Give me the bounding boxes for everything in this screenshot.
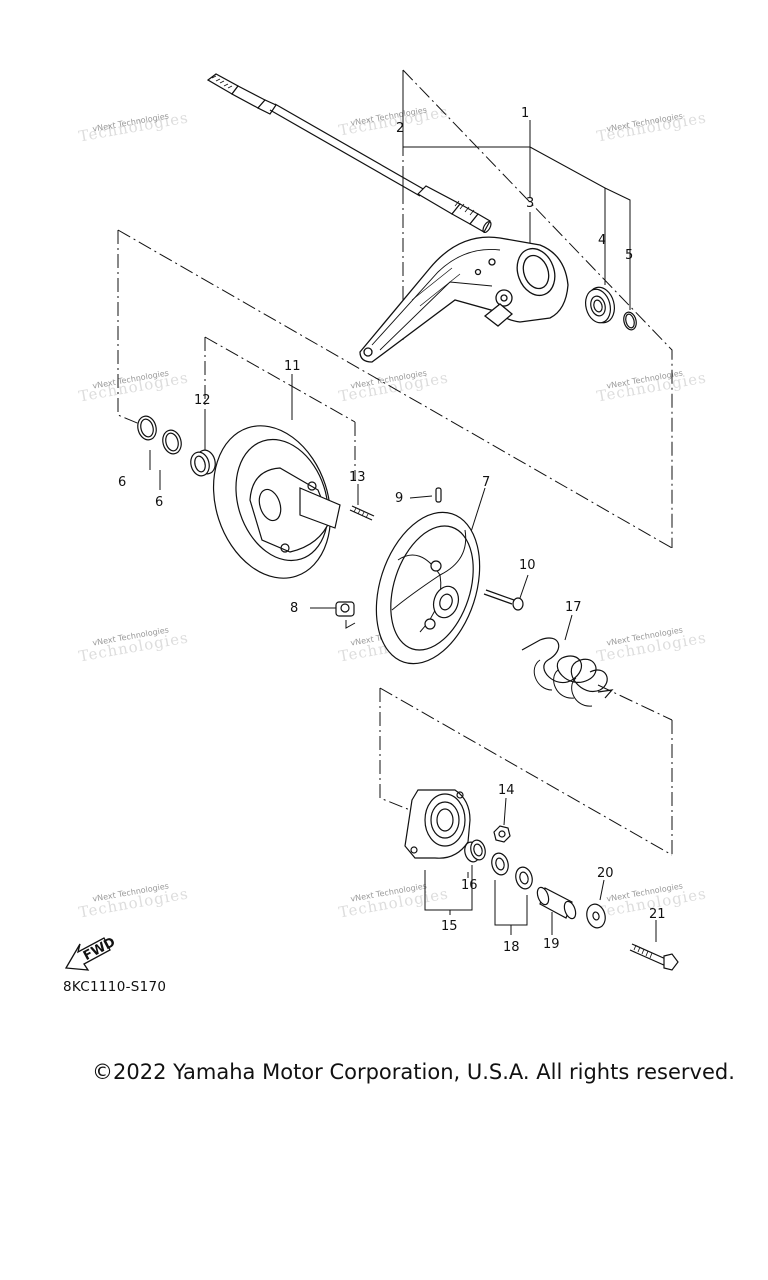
callout-15: 15 xyxy=(441,919,458,934)
callout-14: 14 xyxy=(498,783,515,798)
callout-5: 5 xyxy=(625,248,633,263)
washer-part xyxy=(586,903,606,929)
callout-7: 7 xyxy=(482,475,490,490)
collar-part xyxy=(536,886,577,920)
washer-part xyxy=(491,852,509,876)
callout-6b: 6 xyxy=(155,495,163,510)
nut-part xyxy=(493,825,511,843)
bushing-part xyxy=(464,839,486,863)
bolt-part xyxy=(629,943,679,971)
callout-12: 12 xyxy=(194,393,211,408)
callout-21: 21 xyxy=(649,907,666,922)
leader-lines xyxy=(149,70,657,942)
callout-numbers: 1 2 3 4 5 6 6 7 8 9 10 11 12 13 14 15 16… xyxy=(118,106,666,955)
circlip-part xyxy=(623,311,637,331)
screw-part xyxy=(483,589,524,611)
shim-part xyxy=(137,415,157,441)
callout-6a: 6 xyxy=(118,475,126,490)
bearing-part xyxy=(585,286,615,324)
fwd-label: FWD xyxy=(81,935,118,964)
callout-11: 11 xyxy=(284,359,301,374)
callout-2: 2 xyxy=(396,121,404,136)
copyright-notice: ©2022 Yamaha Motor Corporation, U.S.A. A… xyxy=(92,1060,735,1084)
callout-18: 18 xyxy=(503,940,520,955)
callout-16: 16 xyxy=(461,878,478,893)
callout-17: 17 xyxy=(565,600,582,615)
roller-part xyxy=(335,601,355,617)
stud-part xyxy=(349,505,375,521)
callout-10: 10 xyxy=(519,558,536,573)
callout-20: 20 xyxy=(597,866,614,881)
assembly-outline-upper xyxy=(117,69,673,549)
fwd-arrow-icon xyxy=(64,937,111,971)
bushing-part xyxy=(190,449,216,477)
callout-19: 19 xyxy=(543,937,560,952)
diagram-code: 8KC1110-S170 xyxy=(63,979,167,995)
shim-part xyxy=(162,429,182,455)
shaft-part xyxy=(206,73,492,234)
callout-8: 8 xyxy=(290,601,298,616)
cover-part xyxy=(404,789,471,859)
fixed-sheave-part xyxy=(212,425,341,579)
callout-9: 9 xyxy=(395,491,403,506)
chaincase-arm-part xyxy=(359,236,569,363)
callout-3: 3 xyxy=(526,196,534,211)
spring-part xyxy=(521,637,614,707)
callout-1: 1 xyxy=(521,106,529,121)
callout-13: 13 xyxy=(349,470,366,485)
movable-sheave-part xyxy=(375,511,481,665)
washer-part xyxy=(515,866,533,890)
callout-4: 4 xyxy=(598,233,606,248)
pin-part xyxy=(435,487,442,503)
